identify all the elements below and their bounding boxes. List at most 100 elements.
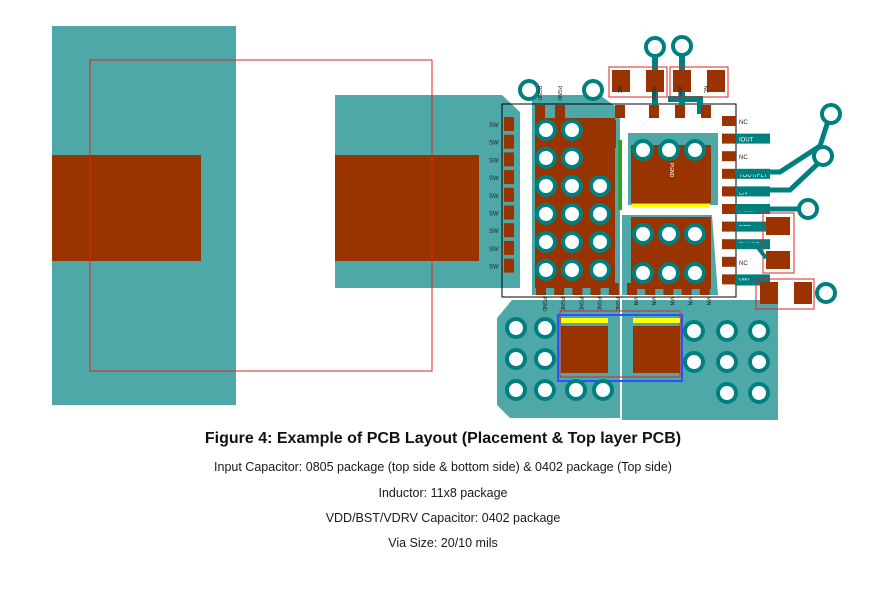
sw-pin: SW (489, 240, 514, 255)
sw-pin: SW (489, 134, 514, 149)
via (658, 139, 680, 161)
top-pin-label: PGND (556, 86, 562, 101)
caption-via-size: Via Size: 20/10 mils (388, 536, 498, 550)
via (535, 231, 557, 253)
right-pin: NC (722, 256, 748, 267)
via (535, 119, 557, 141)
via (632, 139, 654, 161)
right-pin-label: NC (739, 261, 748, 267)
via (534, 379, 556, 401)
via (561, 259, 583, 281)
top-pin: NC (701, 86, 711, 118)
bottom-vias (505, 317, 770, 404)
sw-pin-label: SW (489, 123, 499, 129)
sw-pin-label: SW (489, 265, 499, 271)
via (561, 147, 583, 169)
via (535, 147, 557, 169)
top-pin-label: PGND (536, 86, 542, 101)
left-pins: SW SW SW SW SW SW SW SW SW (489, 117, 514, 273)
via (565, 379, 587, 401)
right-pin-label: IOUT (739, 138, 754, 144)
top-capacitors (608, 66, 729, 98)
sw-pin-label: SW (489, 194, 499, 200)
right-pin-label: EN (739, 190, 747, 196)
bottom-pin-label: VIN (668, 297, 674, 306)
caption-cap-package: VDD/BST/VDRV Capacitor: 0402 package (325, 511, 561, 525)
sw-pin: SW (489, 152, 514, 167)
via (505, 317, 527, 339)
via (535, 175, 557, 197)
via (534, 348, 556, 370)
bottom-pin-label: PGND (577, 297, 583, 312)
right-pin-label: TOUT/FLT (739, 173, 767, 179)
sw-pin-label: SW (489, 176, 499, 182)
top-pin-label: NC (616, 86, 622, 94)
top-pin: VDD (675, 86, 685, 118)
via (748, 382, 770, 404)
sw-pin: SW (489, 258, 514, 273)
figure-title: Figure 4: Example of PCB Layout (Placeme… (204, 430, 682, 447)
via (561, 175, 583, 197)
via (716, 351, 738, 373)
pad-vias (535, 119, 706, 284)
via (684, 223, 706, 245)
bottom-pin-label: VIN (687, 297, 693, 306)
via (632, 223, 654, 245)
inductor-left-pad (52, 155, 201, 261)
via (632, 262, 654, 284)
bottom-pin: PGND (608, 283, 620, 312)
top-pin-label: VDRV (650, 86, 656, 100)
via (589, 231, 611, 253)
top-pin: VDRV (649, 86, 659, 118)
right-vias (797, 103, 842, 304)
via (535, 259, 557, 281)
sw-pin-label: SW (489, 141, 499, 147)
bottom-pin: PGND (572, 283, 583, 312)
via (684, 262, 706, 284)
bst-capacitor (736, 212, 795, 274)
via (716, 382, 738, 404)
via (505, 348, 527, 370)
vdd-capacitor (755, 278, 815, 310)
sw-pin: SW (489, 205, 514, 220)
via (561, 231, 583, 253)
input-capacitors (557, 310, 683, 382)
via (748, 320, 770, 342)
via (684, 139, 706, 161)
ic-outline (501, 103, 737, 298)
sw-pin: SW (489, 117, 514, 131)
top-pin: PGND (535, 86, 545, 118)
via (589, 259, 611, 281)
via (505, 379, 527, 401)
right-pin-label: NC (739, 155, 748, 161)
via (589, 175, 611, 197)
caption-input-capacitor: Input Capacitor: 0805 package (top side … (214, 460, 672, 474)
via (589, 203, 611, 225)
yellow-trace-mid (632, 204, 710, 207)
green-trace (618, 140, 622, 210)
right-traces (735, 114, 833, 286)
bottom-pin-label: VIN (705, 297, 711, 306)
via (561, 203, 583, 225)
via (683, 351, 705, 373)
via (683, 320, 705, 342)
via (658, 223, 680, 245)
via (748, 351, 770, 373)
sw-pin-label: SW (489, 212, 499, 218)
right-pin: NC (722, 116, 748, 126)
inductor-outline (89, 59, 433, 372)
via (658, 262, 680, 284)
sw-pin-label: SW (489, 247, 499, 253)
via (535, 203, 557, 225)
inductor-right-pad (335, 155, 479, 261)
bottom-pin: PGND (554, 283, 565, 312)
via (534, 317, 556, 339)
top-vias (518, 35, 693, 101)
caption-inductor: Inductor: 11x8 package (378, 486, 508, 500)
via (716, 320, 738, 342)
vdrv-pad-label: PGND (668, 163, 674, 178)
sw-pin-label: SW (489, 229, 499, 235)
right-pin: NC (722, 151, 748, 162)
bottom-pin: PGND (536, 283, 547, 312)
top-pin: PGND (555, 86, 565, 118)
